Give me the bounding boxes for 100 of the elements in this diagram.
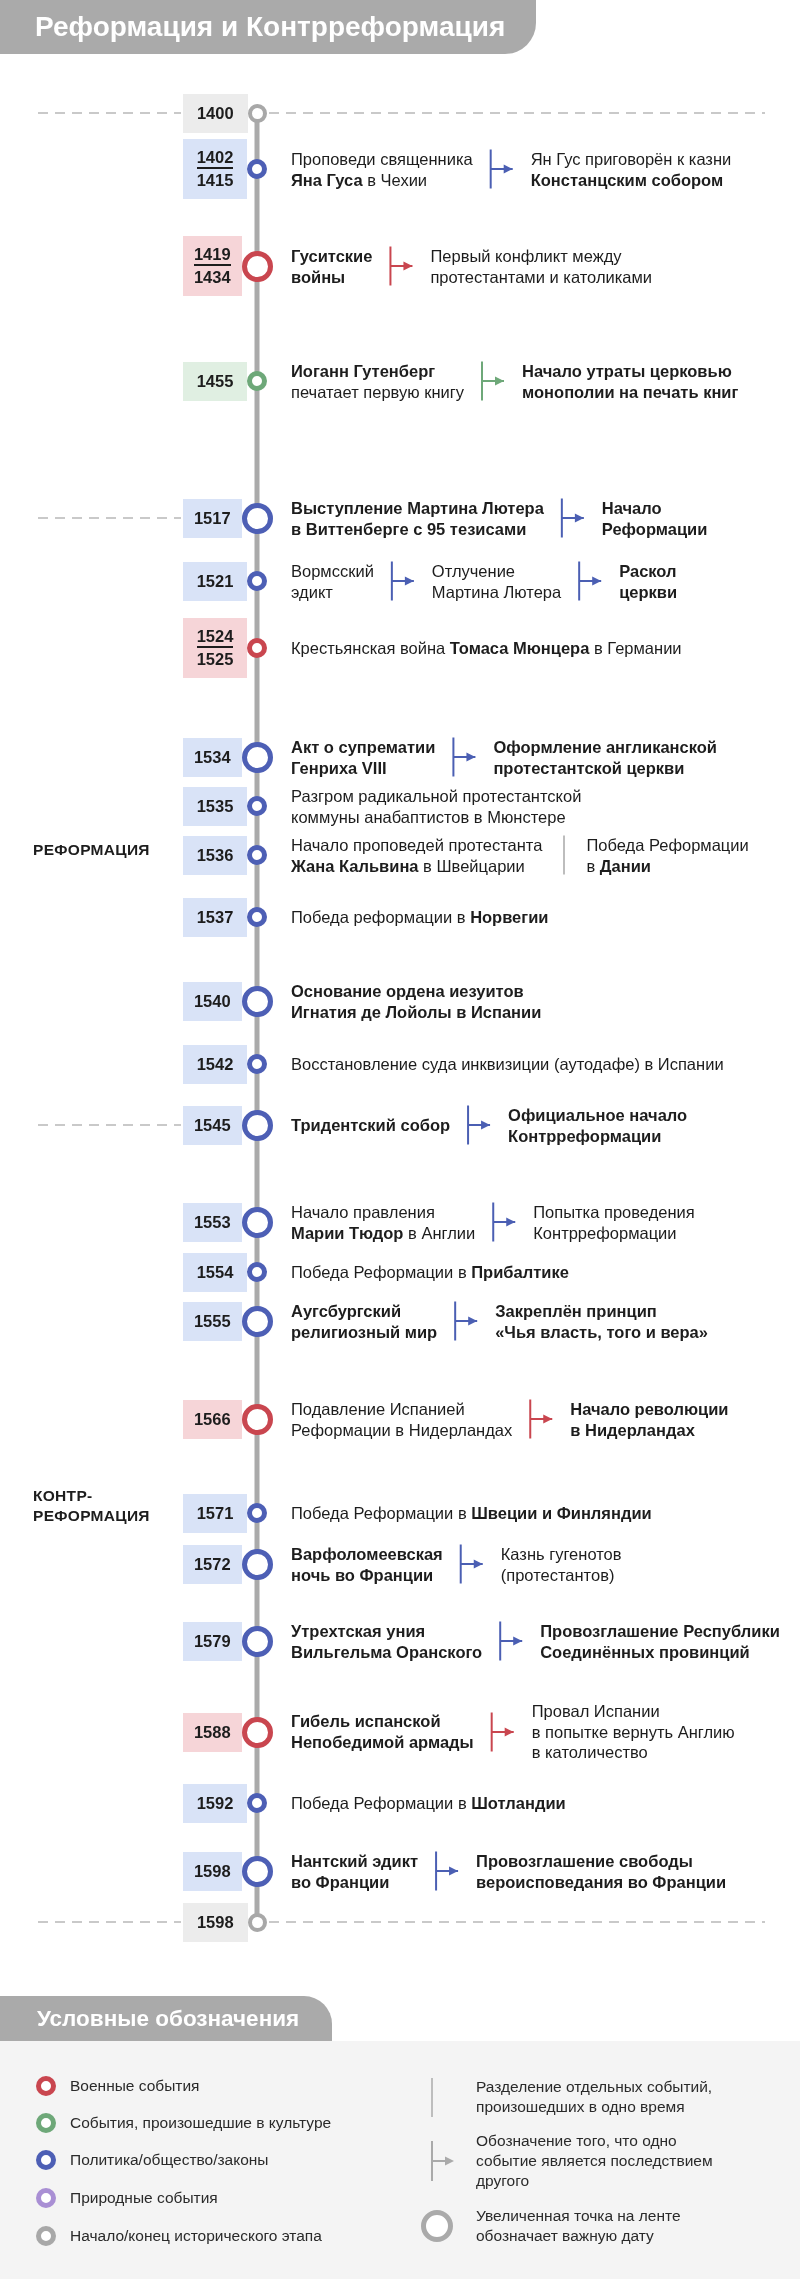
- date-box: [183, 236, 242, 296]
- date-box: [183, 1544, 242, 1584]
- legend-label: Разделение отдельных событий, произошедших в одно время: [476, 2077, 713, 2117]
- date-box: [183, 1902, 248, 1942]
- event-text: Начало революции в Нидерландах: [552, 1398, 729, 1440]
- year-label: 1415: [196, 171, 234, 190]
- year-label: 1592: [196, 1793, 234, 1813]
- event-text: Гибель испанской Непобедимой армады: [291, 1711, 492, 1753]
- year-label: 1517: [193, 508, 231, 528]
- event-text: Выступление Мартина Лютера в Виттенберге с 95 тезисами: [291, 497, 562, 539]
- event-text: Закреплён принцип «Чья власть, того и вера»: [477, 1300, 708, 1342]
- arrow: [560, 498, 585, 538]
- event-text: Отлучение Мартина Лютера: [413, 560, 580, 602]
- date-box: [183, 1712, 242, 1752]
- year-label: 1572: [193, 1554, 231, 1574]
- event-text: Гуситские войны: [291, 245, 391, 287]
- event-text: Оформление англиканской протестантской церкви: [475, 736, 717, 778]
- arrow: [459, 1544, 484, 1584]
- arrow: [529, 1399, 554, 1439]
- event-text: Нантский эдикт во Франции: [291, 1850, 437, 1892]
- legend-label: Политика/общество/законы: [70, 2150, 269, 2170]
- event-text: Официальное начало Контрреформации: [490, 1104, 688, 1146]
- date-box: [183, 618, 247, 678]
- date-box: [183, 139, 247, 199]
- period-label: РЕФОРМАЦИЯ: [33, 840, 150, 860]
- legend-label: Обозначение того, что одно событие является последствием другого: [476, 2131, 713, 2191]
- year-label: 1537: [196, 907, 234, 927]
- arrow: [490, 1712, 515, 1752]
- date-box: [183, 1783, 247, 1823]
- arrow: [492, 1202, 517, 1242]
- event-text: Победа Реформации в Шотландии: [291, 1792, 566, 1814]
- year-label: 1554: [196, 1262, 234, 1282]
- event-text: Вормсский эдикт: [291, 560, 392, 602]
- event-text: Начало Реформации: [583, 497, 708, 539]
- event-text: Провозглашение свободы вероисповедания во Франции: [458, 1850, 727, 1892]
- event-text: Крестьянская война Томаса Мюнцера в Германии: [291, 637, 682, 659]
- period-label: КОНТР- РЕФОРМАЦИЯ: [33, 1485, 150, 1525]
- legend-label: События, произошедшие в культуре: [70, 2113, 332, 2133]
- legend-title: Условные обозначения: [37, 2005, 300, 2032]
- year-label: 1540: [193, 991, 231, 1011]
- year-label: 1525: [196, 650, 234, 669]
- year-label: 1400: [196, 103, 234, 123]
- date-box: [183, 1621, 242, 1661]
- event-text: Утрехтская уния Вильгельма Оранского: [291, 1620, 501, 1662]
- date-box: [183, 361, 247, 401]
- date-box: [183, 1399, 242, 1439]
- date-box: [183, 897, 247, 937]
- date-box: [183, 498, 242, 538]
- arrow: [578, 561, 603, 601]
- title: Реформация и Контрреформация: [35, 10, 506, 44]
- year-label: 1555: [193, 1311, 231, 1331]
- legend-label: Военные события: [70, 2076, 200, 2096]
- arrow: [390, 561, 415, 601]
- event-text: Разгром радикальной протестантской коммуны анабаптистов в Мюнстере: [291, 785, 582, 827]
- date-box: [183, 93, 248, 133]
- year-label: 1566: [193, 1409, 231, 1429]
- year-label: 1598: [193, 1861, 231, 1881]
- year-label: 1579: [193, 1631, 231, 1651]
- date-box: [183, 737, 242, 777]
- event-text: Основание ордена иезуитов Игнатия де Лойолы в Испании: [291, 980, 542, 1022]
- year-label: 1535: [196, 796, 234, 816]
- date-box: [183, 561, 247, 601]
- year-label: 1402: [196, 148, 234, 169]
- legend-label: Начало/конец исторического этапа: [70, 2226, 322, 2246]
- date-box: [183, 1851, 242, 1891]
- event-text: Раскол церкви: [601, 560, 678, 602]
- event-text: Победа Реформации в Прибалтике: [291, 1261, 569, 1283]
- year-label: 1542: [196, 1054, 234, 1074]
- arrow: [389, 246, 414, 286]
- year-label: 1545: [193, 1115, 231, 1135]
- event-text: Начало утраты церковью монополии на печать книг: [504, 360, 739, 402]
- arrow: [454, 1301, 479, 1341]
- arrow: [467, 1105, 492, 1145]
- arrow: [435, 1851, 460, 1891]
- year-label: 1534: [193, 747, 231, 767]
- event-text: Подавление Испанией Реформации в Нидерландах: [291, 1398, 531, 1440]
- date-box: [183, 1044, 247, 1084]
- event-text: Акт о супрематии Генриха VIII: [291, 736, 454, 778]
- year-label: 1588: [193, 1722, 231, 1742]
- year-label: 1571: [196, 1503, 234, 1523]
- date-box: [183, 1105, 242, 1145]
- event-text: Провозглашение Республики Соединённых провинций: [522, 1620, 780, 1662]
- year-label: 1521: [196, 571, 234, 591]
- year-label: 1524: [196, 627, 234, 648]
- arrow: [489, 149, 514, 189]
- event-text: Казнь гугенотов (протестантов): [482, 1543, 622, 1585]
- event-text: Варфоломеевская ночь во Франции: [291, 1543, 461, 1585]
- event-text: Проповеди священника Яна Гуса в Чехии: [291, 148, 491, 190]
- date-box: [183, 1301, 242, 1341]
- event-text: Начало проповедей протестанта Жана Кальвина в Швейцарии: [291, 834, 543, 876]
- arrow: [481, 361, 505, 401]
- event-text: Первый конфликт между протестантами и католиками: [412, 245, 653, 287]
- date-box: [183, 835, 247, 875]
- event-text: Попытка проведения Контрреформации: [515, 1201, 695, 1243]
- legend-label: Природные события: [70, 2188, 218, 2208]
- date-box: [183, 1493, 247, 1533]
- event-text: Победа реформации в Норвегии: [291, 906, 549, 928]
- date-box: [183, 981, 242, 1021]
- event-text: Победа Реформации в Швеции и Финляндии: [291, 1502, 652, 1524]
- arrow: [452, 737, 477, 777]
